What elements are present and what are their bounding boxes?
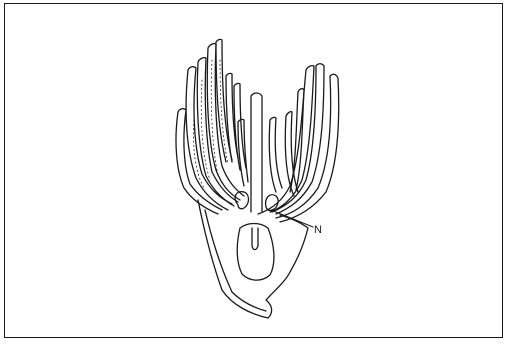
central-style [251,93,262,212]
nectary-right [266,195,278,211]
right-filament-3 [290,89,304,192]
receptacle-inner-line [205,210,266,311]
callout-label-n: N [314,224,322,236]
ovary-chamber [237,224,274,281]
right-filament-1 [269,117,282,192]
ovary-stalk [252,228,258,250]
